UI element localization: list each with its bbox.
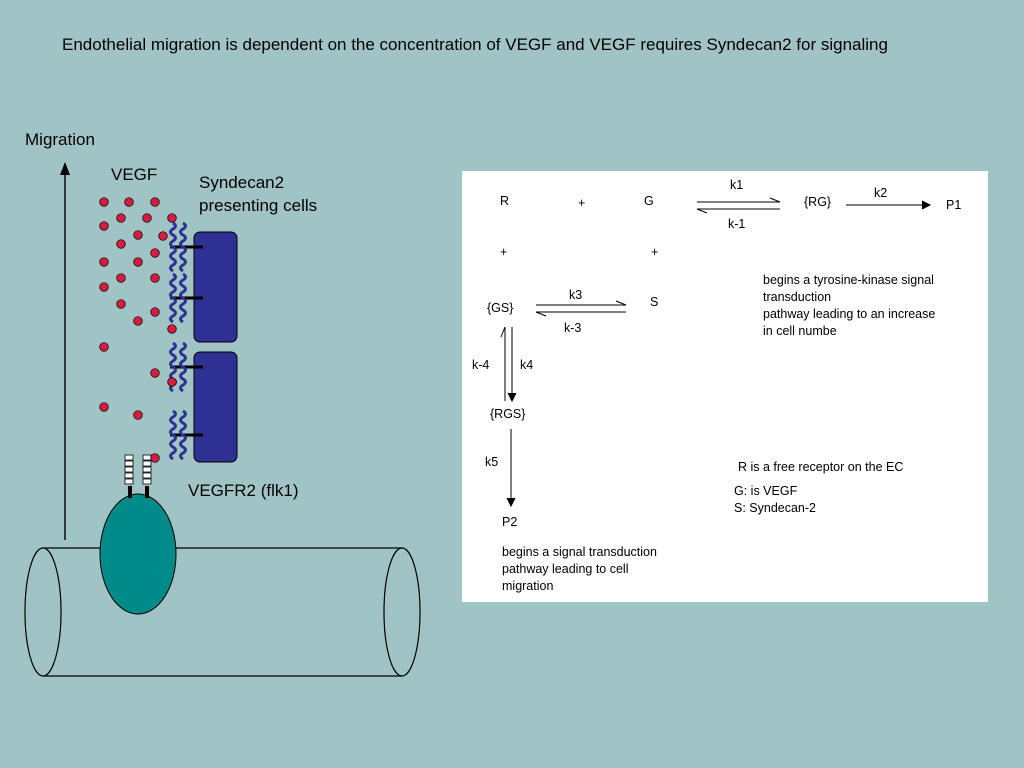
syndecan-cell-lower xyxy=(193,351,238,463)
plus-3: + xyxy=(651,245,658,259)
syndecan-cell-upper xyxy=(193,231,238,343)
p1-note-line: begins a tyrosine-kinase signal xyxy=(763,273,934,287)
rate-k1: k1 xyxy=(730,178,743,192)
vegf-dot xyxy=(99,342,109,352)
species-G: G xyxy=(644,194,654,208)
syndecan2-chain xyxy=(179,221,187,273)
vegf-dot xyxy=(99,402,109,412)
syndecan2-chain xyxy=(179,341,187,393)
syndecan2-chain xyxy=(169,272,177,324)
vegfr2-receptors xyxy=(124,454,152,498)
p1-note-line: transduction xyxy=(763,290,832,304)
syndecan2-chain xyxy=(169,409,177,461)
species-P1: P1 xyxy=(946,198,961,212)
species-S: S xyxy=(650,295,658,309)
vegf-dot xyxy=(99,221,109,231)
vegf-dot xyxy=(150,453,160,463)
species-RG: {RG} xyxy=(804,195,831,209)
plus-1: + xyxy=(578,196,585,210)
vegf-dot xyxy=(133,230,143,240)
plus-2: + xyxy=(500,245,507,259)
endothelial-cell xyxy=(99,493,177,615)
vegf-dot xyxy=(116,273,126,283)
vegfr2-label: VEGFR2 (flk1) xyxy=(188,481,299,500)
vegf-dot xyxy=(142,213,152,223)
p1-note-line: pathway leading to an increase xyxy=(763,307,936,321)
species-GS: {GS} xyxy=(487,301,513,315)
legend-s: S: Syndecan-2 xyxy=(734,501,816,515)
vegf-dot xyxy=(150,248,160,258)
p2-note: begins a signal transduction pathway lea… xyxy=(502,544,657,595)
p1-note: begins a tyrosine-kinase signal transduc… xyxy=(763,272,935,340)
syndecan-label-line2: presenting cells xyxy=(199,196,318,215)
syndecan2-chain xyxy=(169,221,177,273)
vegf-dot xyxy=(116,213,126,223)
syndecan2-chain xyxy=(179,409,187,461)
vegf-dot xyxy=(150,197,160,207)
vegf-label: VEGF xyxy=(111,165,158,184)
syndecan2-chain xyxy=(179,272,187,324)
rate-k-3: k-3 xyxy=(564,321,581,335)
p2-note-line: migration xyxy=(502,579,554,593)
reaction-scheme-panel: R + G k1 k-1 {RG} k2 P1 + + {GS} k3 k-3 … xyxy=(462,171,988,602)
rate-k4: k4 xyxy=(520,358,533,372)
rate-k2: k2 xyxy=(874,186,887,200)
vegf-molecules xyxy=(99,197,177,463)
vegf-dot xyxy=(167,377,177,387)
reaction-arrows: R + G k1 k-1 {RG} k2 P1 + + {GS} k3 k-3 … xyxy=(472,178,961,529)
p2-note-line: begins a signal transduction xyxy=(502,545,657,559)
syndecan-label-line1: Syndecan2 xyxy=(199,173,285,192)
vegf-dot xyxy=(116,239,126,249)
vegf-dot xyxy=(116,299,126,309)
migration-arrowhead xyxy=(60,162,70,175)
rate-k-4: k-4 xyxy=(472,358,489,372)
rate-k5: k5 xyxy=(485,455,498,469)
species-R: R xyxy=(500,194,509,208)
vegf-dot xyxy=(133,410,143,420)
vegf-dot xyxy=(158,231,168,241)
vegf-dot xyxy=(150,368,160,378)
vegf-dot xyxy=(167,324,177,334)
vegf-dot xyxy=(150,307,160,317)
vegf-dot xyxy=(133,257,143,267)
species-P2: P2 xyxy=(502,515,517,529)
migration-label: Migration xyxy=(25,130,95,149)
syndecan2-chains xyxy=(169,221,187,461)
vegf-dot xyxy=(99,257,109,267)
vegf-dot xyxy=(124,197,134,207)
blood-vessel xyxy=(24,547,421,677)
slide-title: Endothelial migration is dependent on th… xyxy=(62,35,888,54)
vegf-dot xyxy=(150,273,160,283)
vegf-dot xyxy=(167,213,177,223)
p2-note-line: pathway leading to cell xyxy=(502,562,629,576)
rate-k-1: k-1 xyxy=(728,217,745,231)
rate-k3: k3 xyxy=(569,288,582,302)
vegf-dot xyxy=(133,316,143,326)
legend-r: R is a free receptor on the EC xyxy=(738,460,904,474)
migration-diagram xyxy=(24,162,421,677)
legend-g: G: is VEGF xyxy=(734,484,798,498)
species-RGS: {RGS} xyxy=(490,407,525,421)
p1-note-line: in cell numbe xyxy=(763,324,837,338)
vegf-dot xyxy=(99,197,109,207)
vegf-dot xyxy=(99,282,109,292)
